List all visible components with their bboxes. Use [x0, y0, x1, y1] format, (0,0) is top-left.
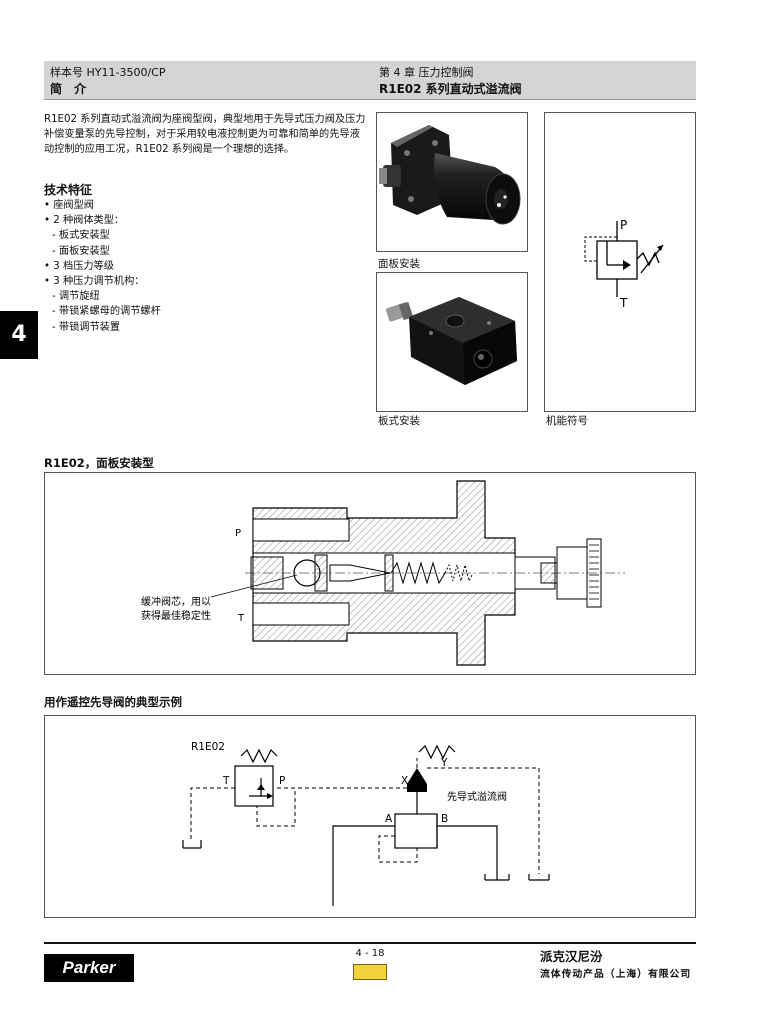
- sectional-drawing-box: P T 缓冲阀芯，用以 获得最佳稳定性: [44, 472, 696, 675]
- panel-mount-valve-image: [379, 125, 521, 225]
- damping-note-line2: 获得最佳稳定性: [141, 609, 211, 622]
- circuit-port-p: P: [279, 775, 285, 787]
- circuit-port-y: Y: [440, 757, 448, 769]
- feature-subitem: - 面板安装型: [52, 245, 110, 257]
- section-title-drawing: R1E02，面板安装型: [44, 456, 154, 470]
- footer-rule: [44, 942, 696, 944]
- subplate-mount-valve-image: [385, 297, 517, 385]
- feature-subitem: - 带锁紧螺母的调节螺杆: [52, 306, 161, 318]
- circuit-port-x: X: [401, 775, 408, 787]
- circuit-port-a: A: [385, 813, 393, 825]
- page-header: 样本号 HY11-3500/CP 简 介 第 4 章 压力控制阀 R1E02 系…: [44, 61, 696, 100]
- function-symbol-box: P T: [544, 112, 696, 412]
- circuit-example-box: R1E02 T P X Y A B 先导式溢流阀: [44, 715, 696, 918]
- catalog-number: 样本号 HY11-3500/CP: [50, 66, 166, 79]
- feature-subitem: - 调节旋纽: [52, 291, 100, 303]
- photo-subplate-mount: [376, 272, 528, 412]
- circuit-port-t: T: [222, 775, 230, 787]
- series-title: R1E02 系列直动式溢流阀: [379, 82, 522, 96]
- circuit-r1e02-label: R1E02: [191, 741, 225, 753]
- caption-panel-mount: 面板安装: [378, 258, 420, 270]
- symbol-port-p: P: [620, 218, 627, 232]
- relief-valve-symbol: P T: [584, 218, 664, 310]
- drawing-port-p: P: [235, 528, 241, 539]
- caption-symbol: 机能符号: [546, 415, 588, 427]
- section-title-circuit: 用作遥控先导阀的典型示例: [44, 695, 182, 709]
- feature-subitem: - 板式安装型: [52, 230, 110, 242]
- chapter-tab: 4: [0, 311, 38, 359]
- intro-paragraph: R1E02 系列直动式溢流阀为座阀型阀，典型地用于先导式压力阀及压力补偿变量泵的…: [44, 114, 366, 155]
- damping-note-line1: 缓冲阀芯，用以: [141, 595, 211, 608]
- page-number: 4 - 18: [355, 948, 385, 959]
- sectional-drawing: P T 缓冲阀芯，用以 获得最佳稳定性: [141, 480, 625, 666]
- features-title: 技术特征: [44, 183, 93, 197]
- symbol-port-t: T: [619, 296, 628, 310]
- feature-item: • 2 种阀体类型：: [44, 215, 125, 227]
- section-name: 简 介: [50, 82, 91, 96]
- caption-subplate-mount: 板式安装: [378, 415, 420, 427]
- feature-item: • 3 种压力调节机构：: [44, 276, 145, 288]
- photo-panel-mount: [376, 112, 528, 252]
- remote-pilot-circuit: R1E02 T P X Y A B 先导式溢流阀: [182, 741, 550, 906]
- feature-item: • 3 档压力等级: [44, 260, 114, 272]
- feature-subitem: - 带锁调节装置: [52, 321, 121, 333]
- features-list: • 座阀型阀 • 2 种阀体类型： - 板式安装型 - 面板安装型 • 3 档压…: [44, 198, 161, 335]
- brand-name: 派克汉尼汾: [540, 949, 603, 964]
- chapter-title: 第 4 章 压力控制阀: [379, 66, 474, 79]
- parker-logo: Parker: [44, 954, 134, 982]
- drawing-port-t: T: [237, 613, 245, 624]
- page-tab-marker: [353, 964, 387, 980]
- company-name: 流体传动产品（上海）有限公司: [540, 969, 692, 980]
- main-valve-label: 先导式溢流阀: [447, 790, 507, 803]
- feature-item: • 座阀型阀: [44, 200, 94, 211]
- circuit-port-b: B: [441, 813, 448, 825]
